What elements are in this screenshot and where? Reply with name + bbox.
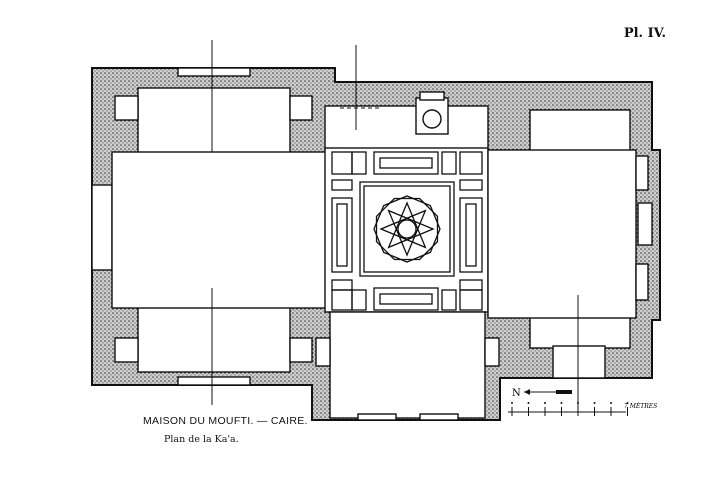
- niche: [635, 263, 649, 301]
- window-bottom-center: [419, 413, 459, 421]
- scale-dot: [593, 402, 596, 404]
- north-label: N: [512, 388, 521, 399]
- niche: [484, 337, 500, 367]
- alcove-bottom-left: [137, 305, 291, 373]
- window-bottom-left: [177, 376, 251, 386]
- scale-dot: [511, 402, 513, 404]
- scale-bar: [508, 402, 629, 416]
- coffered-ceiling: [331, 151, 483, 311]
- window-bottom-center: [357, 413, 397, 421]
- plan-subtitle: Plan de la Ka'a.: [164, 434, 239, 445]
- niche: [315, 337, 331, 367]
- window-top-left: [177, 67, 251, 77]
- scale-dot: [560, 402, 563, 404]
- niche: [635, 155, 649, 191]
- scale-label: 7 MÈTRES: [624, 402, 657, 410]
- scale-dot: [626, 402, 629, 404]
- window-right: [637, 202, 653, 246]
- alcove-top-left: [137, 87, 291, 155]
- scale-dot: [544, 402, 546, 404]
- fountain-top: [419, 91, 445, 101]
- scale-dot: [577, 402, 579, 404]
- plate-number: Pl. IV.: [623, 26, 666, 41]
- window-left: [91, 184, 113, 271]
- niche: [114, 337, 139, 363]
- fountain-basin: [422, 109, 442, 129]
- window-bottom-right: [552, 345, 606, 379]
- center-bottom-room: [329, 311, 486, 419]
- alcove-bottom-right: [529, 315, 631, 349]
- plan-title: MAISON DU MOUFTI. — CAIRE.: [143, 415, 308, 427]
- alcove-top-right: [529, 109, 631, 153]
- main-room-left: [111, 151, 327, 309]
- niche: [289, 95, 313, 121]
- scale-dot: [610, 402, 612, 404]
- niche: [289, 337, 313, 363]
- center-top-room: [324, 105, 489, 151]
- main-room-right: [487, 149, 637, 319]
- scale-dot: [527, 402, 530, 404]
- niche: [114, 95, 139, 121]
